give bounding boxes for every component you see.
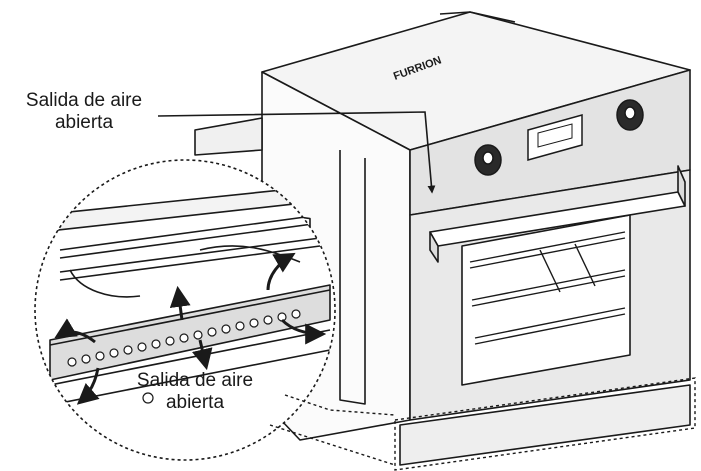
- airflow-arrow-up: [169, 285, 191, 321]
- top-label-leader: [157, 111, 436, 194]
- air-outlet-label-top-line1: Salida de aire: [25, 90, 143, 111]
- door-window: [461, 214, 631, 386]
- inset-detail: [34, 159, 336, 461]
- oven-racks: [469, 231, 626, 345]
- airflow-arrow-down: [191, 339, 213, 371]
- airflow-arrows: [54, 252, 327, 405]
- inset-vent-strip: [49, 284, 331, 381]
- inset-connector-lines: [269, 394, 396, 466]
- door-handle: [429, 165, 686, 263]
- air-outlet-label-inset-line1: Salida de aire: [136, 370, 254, 391]
- bottom-strip: [399, 384, 691, 466]
- side-bracket: [194, 117, 263, 156]
- airflow-arrow-right: [280, 318, 327, 345]
- airflow-arrow-down-left: [76, 367, 100, 405]
- air-outlet-label-top: Salida de aire abierta: [4, 90, 164, 134]
- inset-vent-holes: [67, 309, 301, 404]
- airflow-arrow-left: [54, 318, 96, 344]
- airflow-arrow-up-right: [266, 252, 296, 291]
- display-panel: [527, 114, 583, 161]
- air-outlet-label-inset-line2: abierta: [165, 392, 225, 413]
- controls: [474, 99, 644, 176]
- air-outlet-label-top-line2: abierta: [54, 112, 114, 133]
- air-outlet-label-inset: Salida de aire abierta: [120, 370, 270, 414]
- bottom-vent-highlight: [394, 377, 696, 471]
